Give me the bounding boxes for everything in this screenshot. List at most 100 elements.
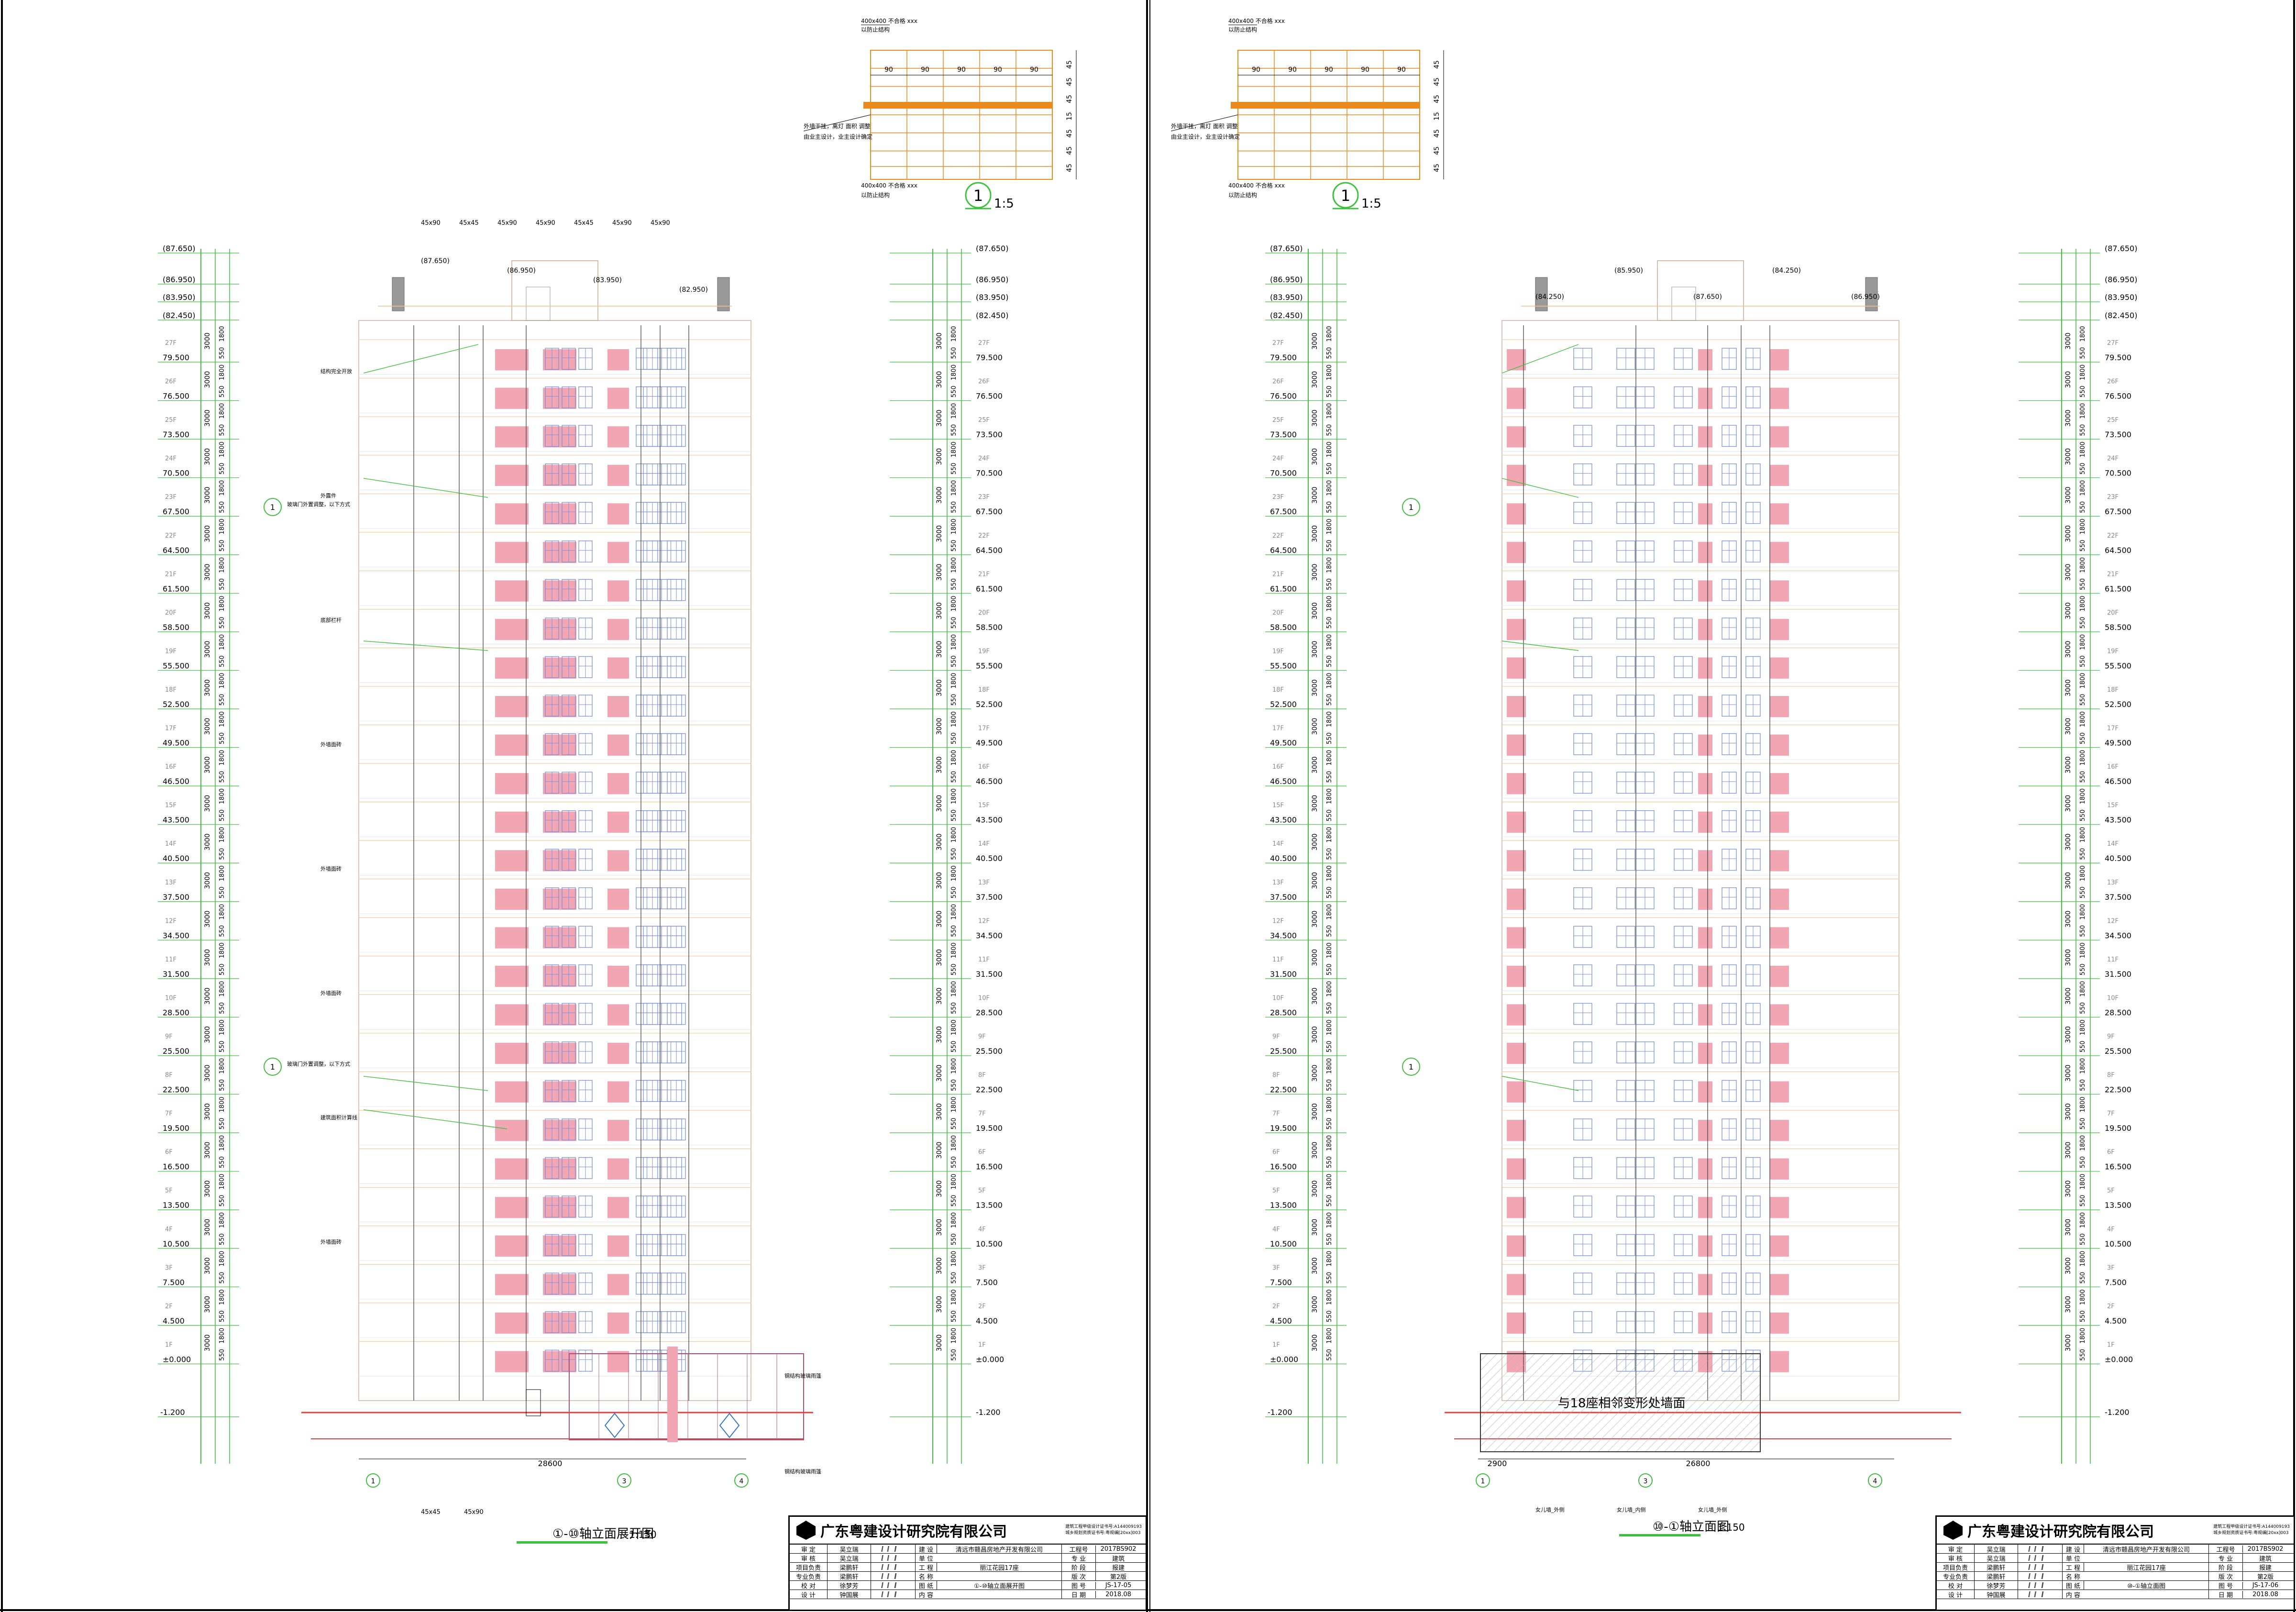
balcony-panel <box>1698 927 1712 949</box>
balcony-panel <box>1698 1197 1712 1218</box>
dim-text: 1800 <box>2079 1174 2086 1190</box>
dim-text: 550 <box>950 540 958 552</box>
dim-text: 550 <box>219 1118 226 1130</box>
balcony-panel <box>1770 387 1789 409</box>
balcony-panel <box>607 696 629 718</box>
role: 项目负责 <box>1943 1564 1968 1572</box>
dim-text: 550 <box>219 1349 226 1361</box>
dim-text: 3000 <box>204 1142 211 1159</box>
axis-bubble <box>617 1473 631 1488</box>
bottom-note: 女儿墙_内侧 <box>1617 1506 1646 1513</box>
meta-value: 建筑 <box>1095 1553 1141 1563</box>
dim-text: 550 <box>1326 1002 1333 1014</box>
floor-label: 25F <box>978 417 990 424</box>
floor-elev-label: 49.500 <box>163 739 189 748</box>
floor-label: 5F <box>2107 1187 2115 1194</box>
dim-text: 3000 <box>2064 949 2072 966</box>
floor-label: 16F <box>978 763 990 771</box>
ground-elev-label: -1.200 <box>976 1408 1001 1417</box>
balcony-panel <box>1770 349 1789 371</box>
balcony-panel <box>543 927 576 949</box>
dim-text: 550 <box>1326 1233 1333 1245</box>
hatched-wall <box>1480 1353 1761 1452</box>
dim-text: 1800 <box>2079 326 2086 342</box>
floor-label: 17F <box>165 725 177 732</box>
dim-text: 550 <box>1326 809 1333 821</box>
dim-text: 3000 <box>204 756 211 773</box>
balcony-panel <box>543 1158 576 1180</box>
dim-text: 550 <box>2079 655 2086 667</box>
dim-text: 1800 <box>1326 1135 1333 1151</box>
roof-machine-room <box>511 260 598 321</box>
floor-elev-label: 37.500 <box>976 893 1003 902</box>
detail-callout: 400x400 不合格 xxx <box>1228 17 1285 24</box>
floor-elev-label: 43.500 <box>976 816 1003 825</box>
annotation-leader <box>363 344 479 374</box>
balcony-panel <box>1698 811 1712 833</box>
dim-text: 550 <box>1326 386 1333 397</box>
detail-dim: 45 <box>1066 60 1073 69</box>
right-sheet-scale-a: (87.650)(86.950)(83.950)(82.450)27F79.50… <box>1265 244 1347 1464</box>
dim-text: 3000 <box>204 1103 211 1120</box>
dim-text: 3000 <box>1311 872 1319 889</box>
dim-text: 3000 <box>2064 602 2072 619</box>
person: 钟国展 <box>1974 1590 2018 1599</box>
floor-label: 14F <box>1272 840 1284 848</box>
dim-text: 550 <box>219 386 226 397</box>
title-underline-left <box>517 1541 607 1544</box>
dim-text: 3000 <box>1311 911 1319 928</box>
balcony-panel <box>1698 1120 1712 1141</box>
detail-dim: 90 <box>884 66 893 74</box>
balcony-panel <box>1507 580 1526 602</box>
dim-text: 3000 <box>2064 911 2072 928</box>
title-block-row: 项目负责梁鹏轩工 程丽江花园17座阶 段报建 <box>790 1562 1146 1572</box>
floor-label: 26F <box>978 378 990 386</box>
balcony-panel <box>1770 1158 1789 1180</box>
floor-label: 20F <box>978 609 990 617</box>
annotation-leader <box>1501 478 1579 498</box>
balcony-panel <box>1507 965 1526 987</box>
dim-text: 3000 <box>936 833 943 850</box>
dim-text: 3000 <box>936 756 943 773</box>
axis-label: 3 <box>622 1478 627 1485</box>
balcony-panel <box>1507 349 1526 371</box>
balcony-panel <box>1698 1158 1712 1180</box>
floor-label: 5F <box>1272 1187 1280 1194</box>
top-annotation: 45x45 <box>574 220 594 227</box>
dim-text: 3000 <box>204 1065 211 1082</box>
floor-label: 16F <box>165 763 177 771</box>
balcony-panel <box>495 773 529 795</box>
company-name: 广东粤建设计研究院有限公司 <box>1967 1524 2154 1540</box>
dim-text: 3000 <box>936 1026 943 1043</box>
signature-icon <box>2018 1590 2062 1599</box>
floor-label: 21F <box>1272 571 1284 578</box>
balcony-panel <box>1507 1081 1526 1103</box>
meta-value: 2017BS902 <box>2242 1545 2288 1553</box>
dim-text: 550 <box>2079 886 2086 898</box>
balcony-panel <box>1507 1235 1526 1257</box>
dim-text: 3000 <box>936 409 943 427</box>
floor-elev-label: 46.500 <box>976 777 1003 786</box>
meta-value: 报建 <box>1095 1562 1141 1572</box>
balcony-panel <box>543 1120 576 1141</box>
dim-text: 3000 <box>1311 795 1319 812</box>
floor-elev-label: 13.500 <box>163 1201 189 1210</box>
floor-elev-label: 46.500 <box>1270 777 1297 786</box>
roof-elev-label: (87.650) <box>976 244 1008 253</box>
dim-text: 550 <box>1326 1310 1333 1322</box>
dim-text: 1800 <box>2079 480 2086 496</box>
floor-label: 24F <box>165 455 177 463</box>
floor-elev-label: 31.500 <box>163 970 189 979</box>
dim-text: 550 <box>950 848 958 860</box>
floor-elev-label: 70.500 <box>1270 469 1297 478</box>
dim-text: 550 <box>950 424 958 436</box>
balcony-panel <box>607 1158 629 1180</box>
floor-label: 13F <box>2107 879 2119 886</box>
dim-text: 1800 <box>219 442 226 457</box>
role: 审 定 <box>801 1546 816 1554</box>
balcony-panel <box>1507 811 1526 833</box>
dim-text: 3000 <box>936 332 943 350</box>
dim-text: 550 <box>219 655 226 667</box>
dim-text: 1800 <box>2079 1019 2086 1035</box>
